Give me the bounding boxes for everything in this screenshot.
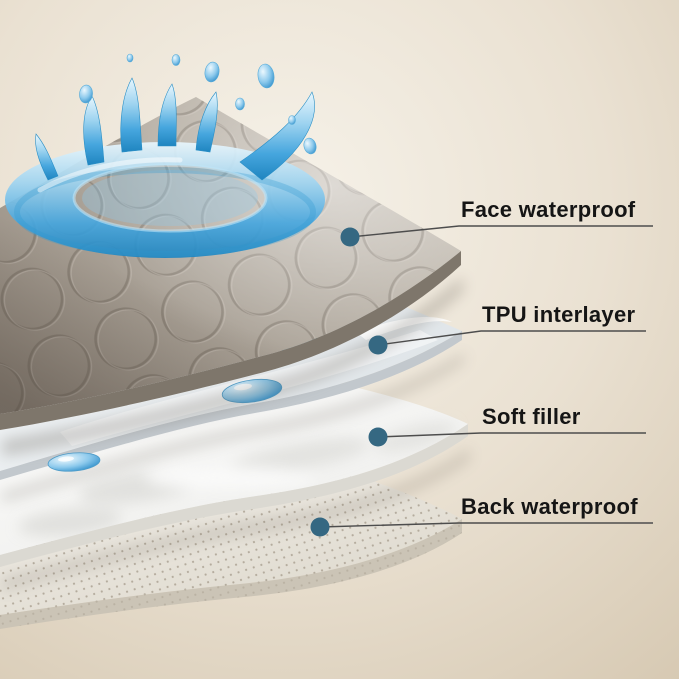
callout-line-back xyxy=(319,522,653,528)
callout-label-face-waterproof: Face waterproof xyxy=(461,197,636,222)
water-splash xyxy=(5,53,325,258)
fabric-shadow xyxy=(2,277,463,456)
callout-line-face xyxy=(349,225,653,238)
callout-dot-back xyxy=(310,517,330,537)
splash-crown-spikes xyxy=(35,77,315,181)
water-droplet xyxy=(47,452,101,472)
callout-dots xyxy=(310,227,388,537)
callout-label-tpu-interlayer: TPU interlayer xyxy=(482,302,636,327)
callout-connectors xyxy=(319,225,653,528)
callout-line-filler xyxy=(377,432,646,438)
filler-fluff-texture xyxy=(18,422,456,537)
callout-dot-face xyxy=(340,227,360,247)
callout-label-soft-filler: Soft filler xyxy=(482,404,581,429)
filler-shadow xyxy=(2,448,470,591)
callout-label-back-waterproof: Back waterproof xyxy=(461,494,638,519)
face-waterproof-layer xyxy=(0,97,461,430)
callout-line-tpu xyxy=(377,330,646,346)
callout-dot-filler xyxy=(368,427,388,447)
tpu-shadow xyxy=(2,353,464,502)
splash-droplets xyxy=(79,53,317,155)
callout-dot-tpu xyxy=(368,335,388,355)
